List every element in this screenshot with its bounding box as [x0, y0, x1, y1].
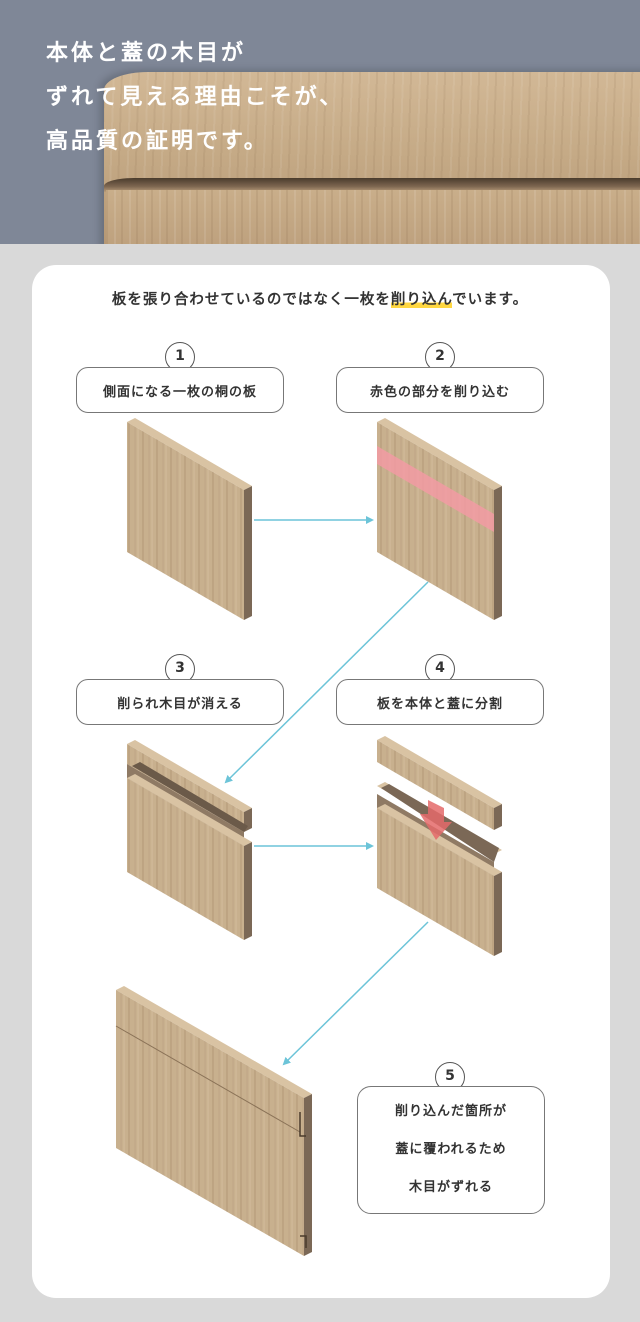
hero-title-line: ずれて見える理由こそが、 [46, 85, 345, 110]
step-label-2: 赤色の部分を削り込む [336, 367, 544, 413]
step-label-5-line: 削り込んだ箇所が [394, 1104, 507, 1119]
flow-arrows [224, 516, 429, 1066]
board-step-4 [377, 736, 502, 956]
arrow-4-to-5 [282, 921, 429, 1066]
step-label-3: 削られ木目が消える [76, 679, 284, 725]
headline-text-end: でいます。 [452, 292, 529, 308]
step-label-5: 削り込んだ箇所が 蓋に覆われるため 木目がずれる [357, 1086, 545, 1214]
hero-title-line: 本体と蓋の木目が [46, 41, 247, 66]
step-label-5-line: 木目がずれる [408, 1180, 493, 1195]
step-label-4: 板を本体と蓋に分割 [336, 679, 544, 725]
arrow-2-to-3 [224, 581, 429, 784]
board-step-2 [377, 418, 502, 620]
board-step-1 [127, 418, 252, 620]
headline-highlight: 削り込ん [390, 292, 453, 308]
board-step-5 [115, 986, 312, 1256]
hero-banner: 本体と蓋の木目が ずれて見える理由こそが、 高品質の証明です。 [0, 0, 640, 244]
hero-title: 本体と蓋の木目が ずれて見える理由こそが、 高品質の証明です。 [46, 32, 344, 164]
headline: 板を張り合わせているのではなく一枚を削り込んでいます。 [0, 288, 640, 309]
step-label-5-line: 蓋に覆われるため [395, 1142, 507, 1157]
step-label-1: 側面になる一枚の桐の板 [76, 367, 284, 413]
hero-seam [104, 178, 640, 192]
cut-area-highlight [377, 446, 494, 532]
headline-text: 板を張り合わせているのではなく一枚を [111, 292, 391, 308]
hero-body-wood [106, 190, 640, 244]
hero-title-line: 高品質の証明です。 [46, 129, 269, 154]
board-step-3 [127, 740, 252, 940]
split-down-arrow [420, 800, 452, 840]
